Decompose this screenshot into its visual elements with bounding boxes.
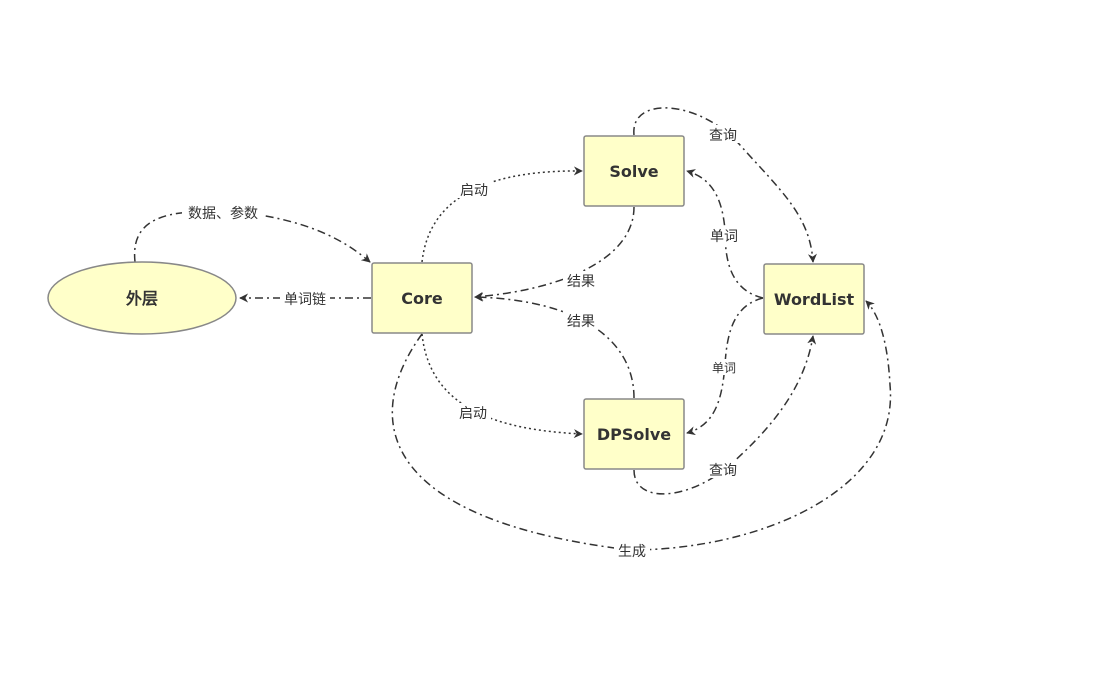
edge-label-dpsolve-to-wordlist: 查询: [705, 460, 741, 479]
edge-core-to-wordlist: [391, 300, 892, 551]
edge-label-text: 单词: [710, 229, 738, 245]
node-outer-layer[interactable]: 外层: [47, 261, 237, 335]
edge-label-text: 单词链: [284, 292, 326, 308]
edge-label-text: 启动: [460, 183, 488, 199]
edge-label-text: 单词: [712, 361, 736, 375]
edge-label-solve-to-wordlist: 查询: [705, 125, 741, 144]
edge-label-wordlist-to-solve: 单词: [706, 226, 742, 245]
edge-label-outer-to-core: 数据、参数: [182, 203, 264, 222]
edge-label-core-to-dpsolve: 启动: [455, 403, 491, 422]
node-dpsolve[interactable]: DPSolve: [583, 398, 685, 470]
node-core[interactable]: Core: [371, 262, 473, 334]
node-label: WordList: [774, 290, 855, 309]
edge-label-text: 结果: [567, 274, 595, 290]
node-label: 外层: [125, 289, 158, 308]
edge-label-solve-to-core: 结果: [563, 271, 599, 290]
edge-solve-to-wordlist: [633, 107, 817, 263]
node-solve[interactable]: Solve: [583, 135, 685, 207]
edge-label-wordlist-to-dpsolve: 单词: [709, 359, 739, 375]
edge-label-core-to-outer: 单词链: [280, 289, 330, 308]
edge-label-text: 数据、参数: [188, 205, 258, 222]
edge-label-text: 查询: [709, 128, 737, 144]
edge-wordlist-to-dpsolve: [686, 297, 764, 436]
edge-dpsolve-to-wordlist: [633, 335, 817, 495]
edge-label-core-to-solve: 启动: [456, 180, 492, 199]
node-label: Solve: [609, 162, 658, 181]
edge-label-text: 结果: [567, 314, 595, 330]
edge-label-core-to-wordlist: 生成: [614, 541, 650, 560]
edge-dpsolve-to-core: [474, 292, 635, 399]
node-label: Core: [401, 289, 443, 308]
edge-label-text: 启动: [459, 406, 487, 422]
node-label: DPSolve: [597, 425, 671, 444]
edge-label-text: 查询: [709, 463, 737, 479]
edge-core-to-dpsolve: [421, 333, 583, 439]
edge-solve-to-core: [474, 206, 635, 301]
edge-label-text: 生成: [618, 544, 646, 560]
node-wordlist[interactable]: WordList: [763, 263, 865, 335]
edge-label-dpsolve-to-core: 结果: [563, 311, 599, 330]
edge-core-to-solve: [421, 166, 583, 263]
